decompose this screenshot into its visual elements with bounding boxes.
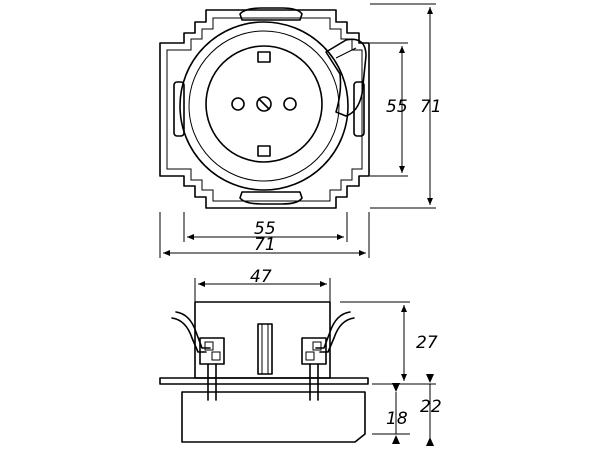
bottom-clip xyxy=(239,191,303,205)
mounting-frame-outline xyxy=(159,9,370,209)
center-screw xyxy=(256,96,272,112)
socket-ring-inner xyxy=(188,30,340,182)
pin-hole-right xyxy=(283,97,297,111)
cover-hinge-line xyxy=(335,47,357,59)
earth-clip-top xyxy=(257,51,271,63)
mounting-plate xyxy=(159,377,369,385)
top-view xyxy=(159,7,370,209)
inner-width-label: 55 xyxy=(254,219,276,239)
socket-outer-ring xyxy=(179,21,349,191)
claw-left xyxy=(175,311,211,349)
cover-hinge-lever xyxy=(325,38,367,117)
center-insert xyxy=(257,323,273,375)
right-latch xyxy=(353,81,365,137)
top-view-width-dimensions: 55 71 xyxy=(159,212,370,258)
outer-width-label: 71 xyxy=(254,235,276,255)
lower-height-label: 18 xyxy=(386,409,408,429)
side-view: 47 xyxy=(159,267,369,443)
total-height-label: 22 xyxy=(420,397,442,417)
terminal-left xyxy=(199,337,225,365)
top-clip xyxy=(239,7,303,21)
pin-hole-left xyxy=(231,97,245,111)
claw-right xyxy=(315,311,351,349)
upper-height-label: 27 xyxy=(416,333,438,353)
center-screw-slot xyxy=(258,98,270,110)
earth-clip-bottom xyxy=(257,145,271,157)
left-latch xyxy=(173,81,185,137)
top-width-label: 47 xyxy=(250,267,272,287)
socket-face xyxy=(205,45,323,163)
outer-height-label: 71 xyxy=(420,97,442,117)
side-view-height-dimensions: 27 18 22 xyxy=(340,301,442,446)
top-view-height-dimensions: 55 71 xyxy=(370,3,442,209)
inner-height-label: 55 xyxy=(386,97,408,117)
cover-block xyxy=(181,391,366,443)
terminal-right xyxy=(301,337,327,365)
